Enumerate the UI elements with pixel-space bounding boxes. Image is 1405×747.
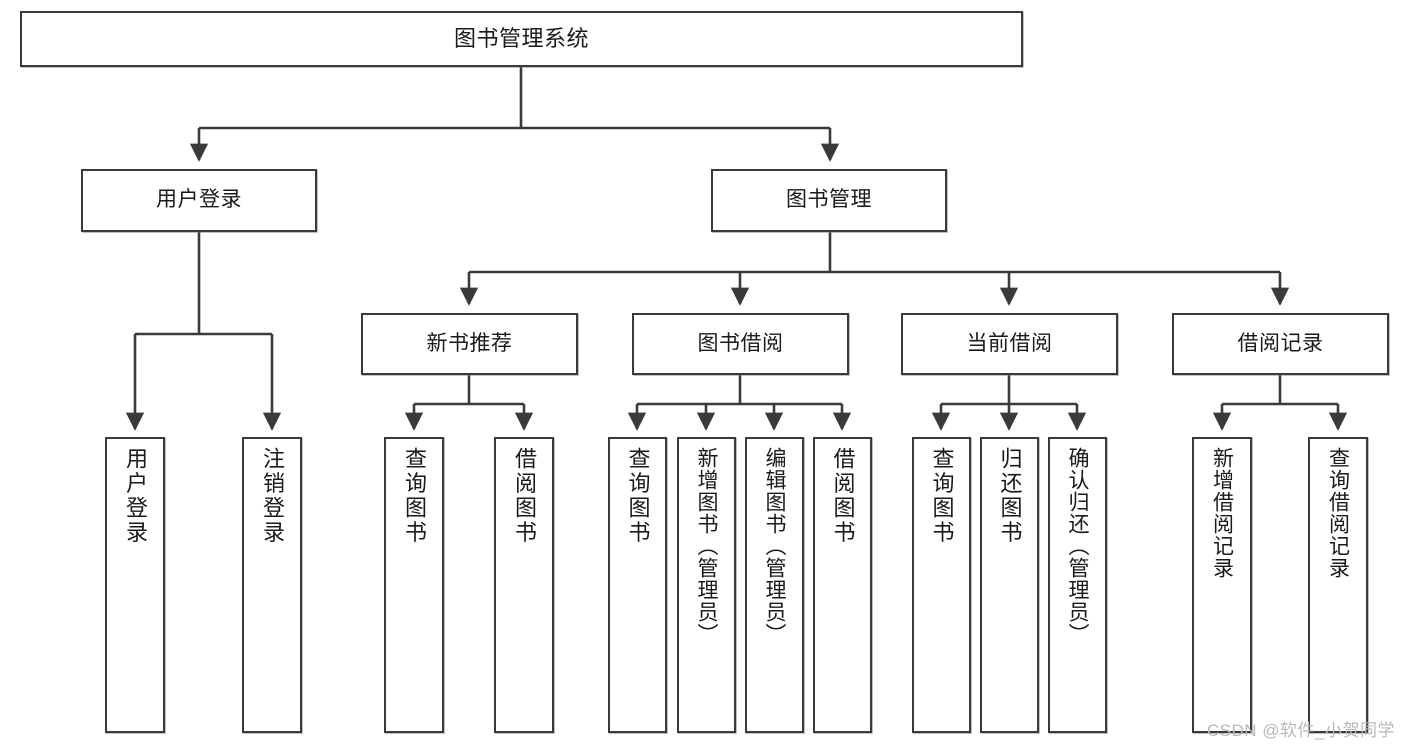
node-leaf-add-record[interactable]: 新增借阅记录	[1192, 437, 1252, 733]
node-leaf-query-record-label: 查询借阅记录	[1326, 447, 1350, 579]
node-book-manage[interactable]: 图书管理	[711, 169, 947, 232]
node-leaf-borrow-book-2-label: 借阅图书	[830, 447, 856, 545]
node-book-manage-label: 图书管理	[786, 188, 872, 212]
watermark: CSDN @软件_小贺同学	[1206, 721, 1395, 740]
node-root[interactable]: 图书管理系统	[20, 11, 1023, 67]
node-leaf-query-book-3-label: 查询图书	[929, 447, 955, 545]
node-leaf-confirm-return[interactable]: 确认归还（管理员）	[1048, 437, 1107, 733]
node-new-book-rec-label: 新书推荐	[426, 331, 513, 355]
node-leaf-query-book-1[interactable]: 查询图书	[384, 437, 444, 733]
node-leaf-borrow-book-2[interactable]: 借阅图书	[813, 437, 872, 733]
node-leaf-add-book[interactable]: 新增图书（管理员）	[677, 437, 736, 733]
node-borrow-record[interactable]: 借阅记录	[1172, 313, 1389, 375]
node-book-borrow-label: 图书借阅	[697, 331, 784, 355]
node-current-borrow-label: 当前借阅	[966, 331, 1053, 355]
node-leaf-edit-book[interactable]: 编辑图书（管理员）	[745, 437, 804, 733]
node-leaf-query-book-3[interactable]: 查询图书	[912, 437, 971, 733]
node-leaf-query-record[interactable]: 查询借阅记录	[1308, 437, 1368, 733]
node-leaf-user-logout-label: 注销登录	[260, 447, 285, 545]
node-leaf-add-book-label: 新增图书（管理员）	[695, 447, 718, 645]
node-leaf-return-book[interactable]: 归还图书	[980, 437, 1039, 733]
node-leaf-confirm-return-label: 确认归还（管理员）	[1066, 447, 1089, 645]
node-root-label: 图书管理系统	[453, 26, 589, 52]
node-leaf-borrow-book-1-label: 借阅图书	[512, 447, 537, 545]
node-current-borrow[interactable]: 当前借阅	[901, 313, 1118, 375]
node-leaf-user-login[interactable]: 用户登录	[105, 437, 165, 733]
node-leaf-user-login-label: 用户登录	[123, 447, 148, 545]
node-leaf-add-record-label: 新增借阅记录	[1210, 447, 1234, 579]
node-leaf-query-book-1-label: 查询图书	[402, 447, 427, 545]
node-leaf-user-logout[interactable]: 注销登录	[242, 437, 302, 733]
node-borrow-record-label: 借阅记录	[1237, 331, 1324, 355]
node-user-login-label: 用户登录	[156, 188, 242, 212]
node-leaf-edit-book-label: 编辑图书（管理员）	[763, 447, 786, 645]
node-book-borrow[interactable]: 图书借阅	[632, 313, 849, 375]
node-new-book-rec[interactable]: 新书推荐	[361, 313, 578, 375]
node-leaf-query-book-2[interactable]: 查询图书	[608, 437, 667, 733]
node-user-login[interactable]: 用户登录	[81, 169, 317, 232]
node-leaf-query-book-2-label: 查询图书	[625, 447, 651, 545]
node-leaf-return-book-label: 归还图书	[997, 447, 1023, 545]
node-leaf-borrow-book-1[interactable]: 借阅图书	[494, 437, 554, 733]
